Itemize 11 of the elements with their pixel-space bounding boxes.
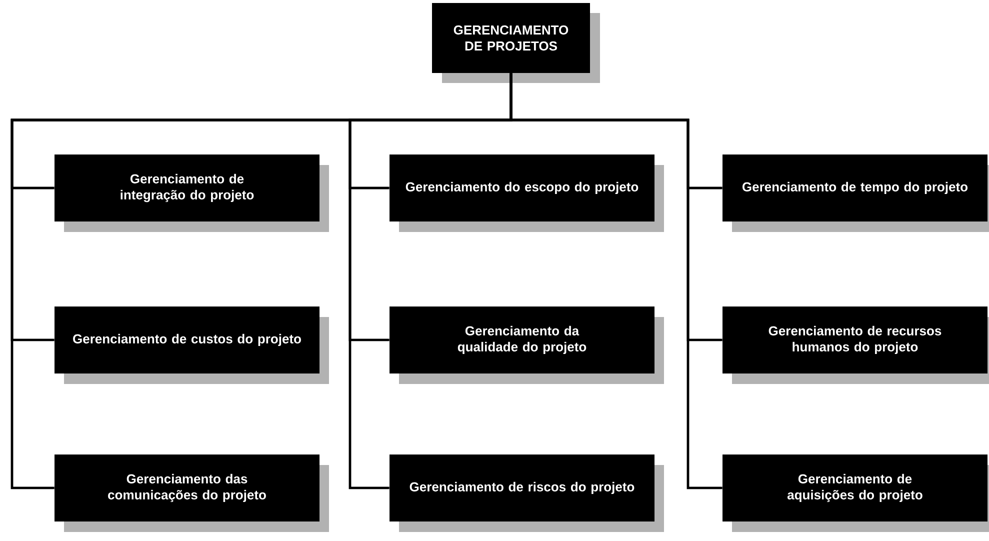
connector-line [510,73,722,490]
title-box: GERENCIAMENTO DE PROJETOS [432,3,600,83]
process-box: Gerenciamento das comunicações do projeto [54,454,329,532]
process-box: Gerenciamento de recursos humanos do projeto [722,306,989,384]
process-box: Gerenciamento de aquisições do projeto [722,454,989,532]
process-box: Gerenciamento da qualidade do projeto [390,306,664,384]
process-box: Gerenciamento de riscos do projeto [390,454,664,532]
process-box: Gerenciamento do escopo do projeto [390,154,664,232]
process-box: Gerenciamento de custos do projeto [54,306,329,384]
process-box: Gerenciamento de tempo do projeto [722,154,989,232]
process-box: Gerenciamento de integração do projeto [54,154,329,232]
